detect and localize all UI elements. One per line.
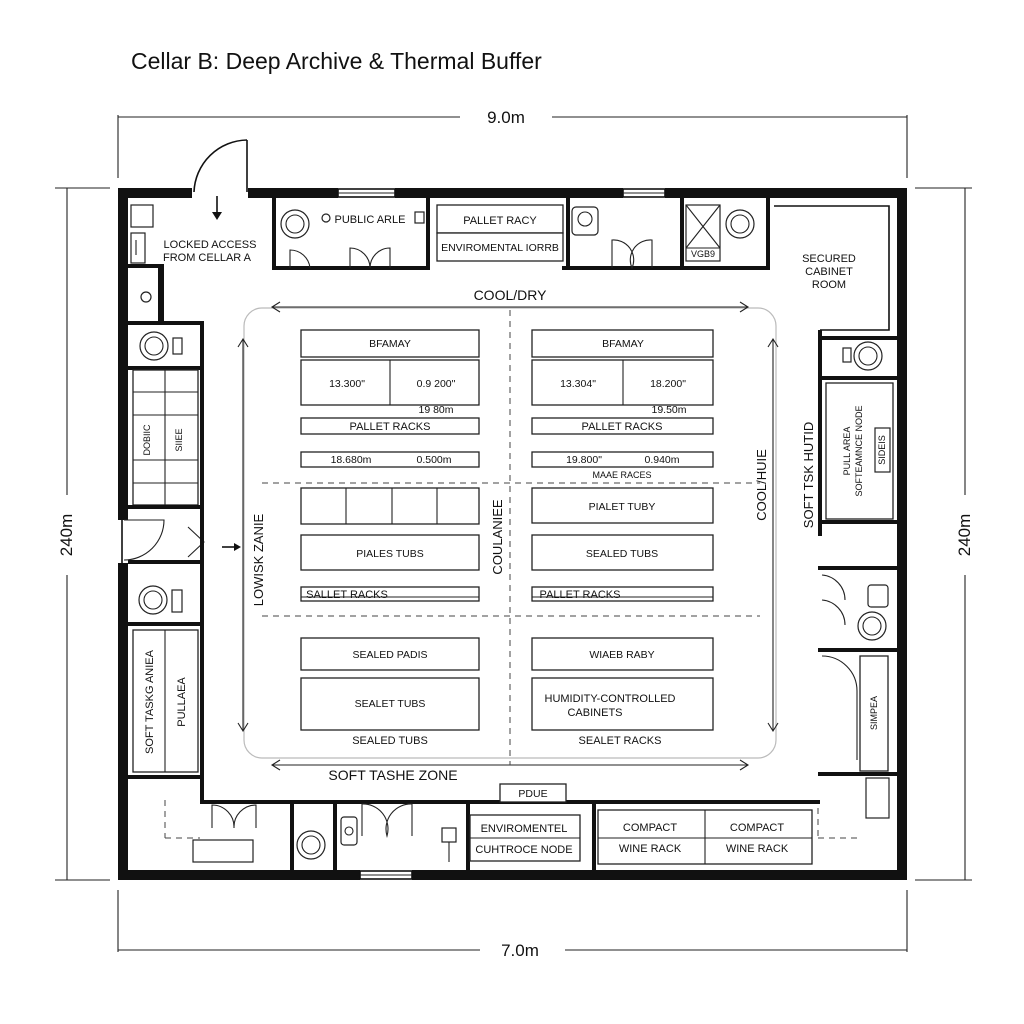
left-sallet-racks: SALLET RACKS bbox=[306, 589, 388, 601]
env-bottom-label-2: CUHTROCE NODE bbox=[475, 844, 572, 856]
humidity-cabinets-label-2: CABINETS bbox=[567, 707, 622, 719]
right-dim-e: 0.940m bbox=[644, 454, 679, 466]
env-bottom-label-1: ENVIROMENTEL bbox=[481, 823, 568, 835]
left-dim-c: 19 80m bbox=[418, 404, 453, 416]
secured-room-label-3: ROOM bbox=[812, 279, 846, 291]
left-small-label-1: DOBIIC bbox=[142, 424, 152, 456]
right-pallet-racks-2: PALLET RACKS bbox=[540, 589, 621, 601]
wine-rack-label-2: WINE RACK bbox=[726, 843, 789, 855]
right-storage-header: BFAMAY bbox=[602, 338, 644, 350]
public-area-label: PUBLIC ARLE bbox=[335, 214, 406, 226]
top-left-rooms bbox=[128, 204, 204, 371]
entry-door[interactable] bbox=[193, 139, 248, 220]
left-storage bbox=[300, 329, 480, 731]
wine-rack-label-1: WINE RACK bbox=[619, 843, 682, 855]
pdue-label: PDUE bbox=[518, 788, 547, 800]
central-zone bbox=[237, 301, 779, 771]
pallet-rack-top-label: PALLET RACY bbox=[463, 215, 537, 227]
left-dim-e: 0.500m bbox=[416, 454, 451, 466]
dimension-left-label: 240m bbox=[57, 514, 76, 557]
left-storage-header: BFAMAY bbox=[369, 338, 411, 350]
dimension-top-label: 9.0m bbox=[487, 108, 525, 127]
right-lower-label: SIMPEA bbox=[869, 696, 879, 730]
left-small-label-2: SIIEE bbox=[174, 428, 184, 451]
right-dim-c: 19.50m bbox=[651, 404, 686, 416]
right-side-rooms bbox=[817, 336, 898, 839]
zone-soft-tsk-label: SOFT TSK HUTID bbox=[801, 422, 816, 528]
locked-access-label-2: FROM CELLAR A bbox=[163, 252, 252, 264]
left-sealed-pads: SEALED PADIS bbox=[352, 649, 427, 661]
right-dim-d: 19.800" bbox=[566, 454, 602, 466]
zone-lowisk-label: LOWISK ZANIE bbox=[251, 513, 266, 606]
right-storage bbox=[531, 329, 714, 731]
left-sealed-tubs: SEALED TUBS bbox=[352, 735, 428, 747]
vgb9-label: VGB9 bbox=[691, 249, 715, 259]
left-dim-a: 13.300" bbox=[329, 378, 365, 390]
left-sealet-tubs: SEALET TUBS bbox=[355, 698, 426, 710]
right-dim-a: 13.304" bbox=[560, 378, 596, 390]
right-dim-b: 18.200" bbox=[650, 378, 686, 390]
right-wiaeb-raby: WIAEB RABY bbox=[589, 649, 654, 661]
dimension-bottom-label: 7.0m bbox=[501, 941, 539, 960]
soft-node-label: SOFTEAMNCE NODE bbox=[854, 405, 864, 496]
dimension-right-label: 240m bbox=[955, 514, 974, 557]
compact-label-1: COMPACT bbox=[623, 822, 677, 834]
right-sealed-tubs: SEALED TUBS bbox=[586, 548, 658, 560]
left-lower-label: SOFT TASKG ANIEA bbox=[144, 649, 156, 754]
secured-room-label-1: SECURED bbox=[802, 253, 856, 265]
left-dim-d: 18.680m bbox=[331, 454, 372, 466]
compact-label-2: COMPACT bbox=[730, 822, 784, 834]
environmental-top-label: ENVIROMENTAL IORRB bbox=[441, 242, 559, 254]
left-dim-b: 0.9 200" bbox=[417, 378, 456, 390]
zone-soft-task-label: SOFT TASHE ZONE bbox=[328, 767, 457, 783]
windows bbox=[337, 188, 666, 880]
zone-cool-huie-label: COOL/HUIE bbox=[754, 449, 769, 521]
left-piales-tubs: PIALES TUBS bbox=[356, 548, 424, 560]
dimension-lines bbox=[55, 115, 972, 952]
left-side-rooms bbox=[121, 369, 254, 863]
left-lower-label-2: PULLAEA bbox=[176, 677, 188, 727]
right-sealet-racks: SEALET RACKS bbox=[579, 735, 662, 747]
right-pialet-tuby: PIALET TUBY bbox=[589, 501, 656, 513]
zone-coulaniee-label: COULANIEE bbox=[490, 499, 505, 574]
right-small-label: SIDEIS bbox=[877, 435, 887, 465]
secured-cabinet-room bbox=[774, 205, 890, 340]
locked-access-label: LOCKED ACCESS bbox=[164, 239, 257, 251]
page-title: Cellar B: Deep Archive & Thermal Buffer bbox=[131, 48, 542, 74]
secured-room-label-2: CABINET bbox=[805, 266, 853, 278]
pull-area-label: PULL AREA bbox=[842, 427, 852, 476]
outer-walls bbox=[118, 188, 907, 880]
left-pallet-racks: PALLET RACKS bbox=[350, 421, 431, 433]
zone-cool-dry-label: COOL/DRY bbox=[474, 287, 548, 303]
bottom-rooms bbox=[200, 783, 820, 870]
right-pallet-racks: PALLET RACKS bbox=[582, 421, 663, 433]
right-maae-races: MAAE RACES bbox=[592, 470, 651, 480]
top-middle-rooms bbox=[272, 198, 770, 270]
humidity-cabinets-label-1: HUMIDITY-CONTROLLED bbox=[545, 693, 676, 705]
